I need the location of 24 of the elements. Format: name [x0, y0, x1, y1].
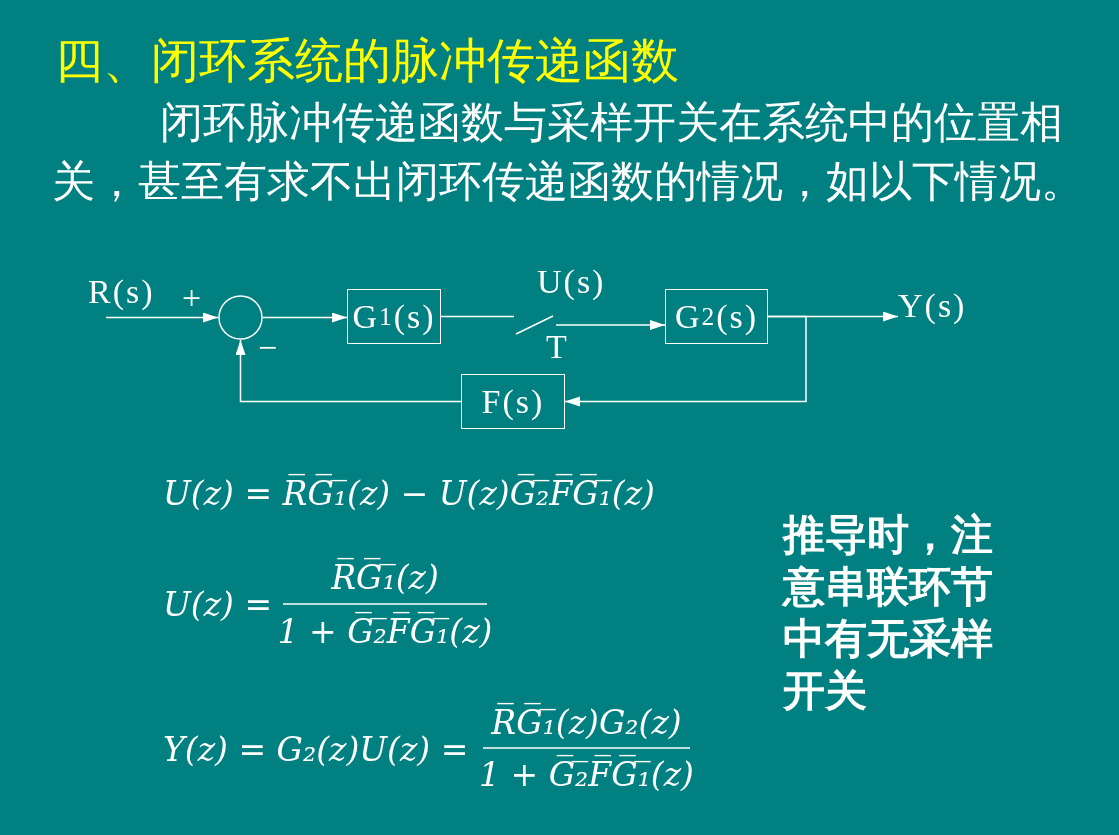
- signal-label: R(s): [88, 270, 155, 314]
- arrow: [262, 312, 348, 323]
- note-text: 推导时，注意串联环节中有无采样开关: [783, 511, 994, 716]
- slide-title: 四、闭环系统的脉冲传递函数: [55, 33, 679, 89]
- fraction-numerator: R̅G̅₁̅(z)G₂(z): [491, 703, 682, 743]
- arrow: [235, 339, 462, 403]
- sign-label: −: [258, 328, 278, 368]
- summing-junction: [218, 295, 263, 340]
- sign-label: +: [182, 278, 202, 318]
- switch-label: T: [546, 327, 567, 367]
- connector-line: [440, 315, 515, 318]
- intro-paragraph: 闭环脉冲传递函数与采样开关在系统中的位置相关，甚至有求不出闭环传递函数的情况，如以下情况。: [52, 98, 1085, 207]
- signal-label: Y(s): [898, 284, 967, 328]
- fraction-numerator: R̅G̅₁̅(z): [331, 558, 439, 598]
- transfer-function-box: F(s): [461, 374, 565, 429]
- equation: Y(z) = G₂(z)U(z) =: [163, 730, 469, 770]
- equation: U(z) =: [163, 585, 273, 625]
- fraction-denominator: 1 + G̅₂̅F̅G̅₁̅(z): [479, 755, 694, 795]
- arrow: [105, 312, 219, 323]
- fraction-denominator: 1 + G̅₂̅F̅G̅₁̅(z): [277, 612, 493, 652]
- arrow: [564, 315, 807, 407]
- sampling-switch: [514, 314, 556, 336]
- equation: U(z) = R̅G̅₁̅(z) − U(z)G̅₂̅F̅G̅₁̅(z): [163, 474, 655, 514]
- arrow: [555, 320, 666, 330]
